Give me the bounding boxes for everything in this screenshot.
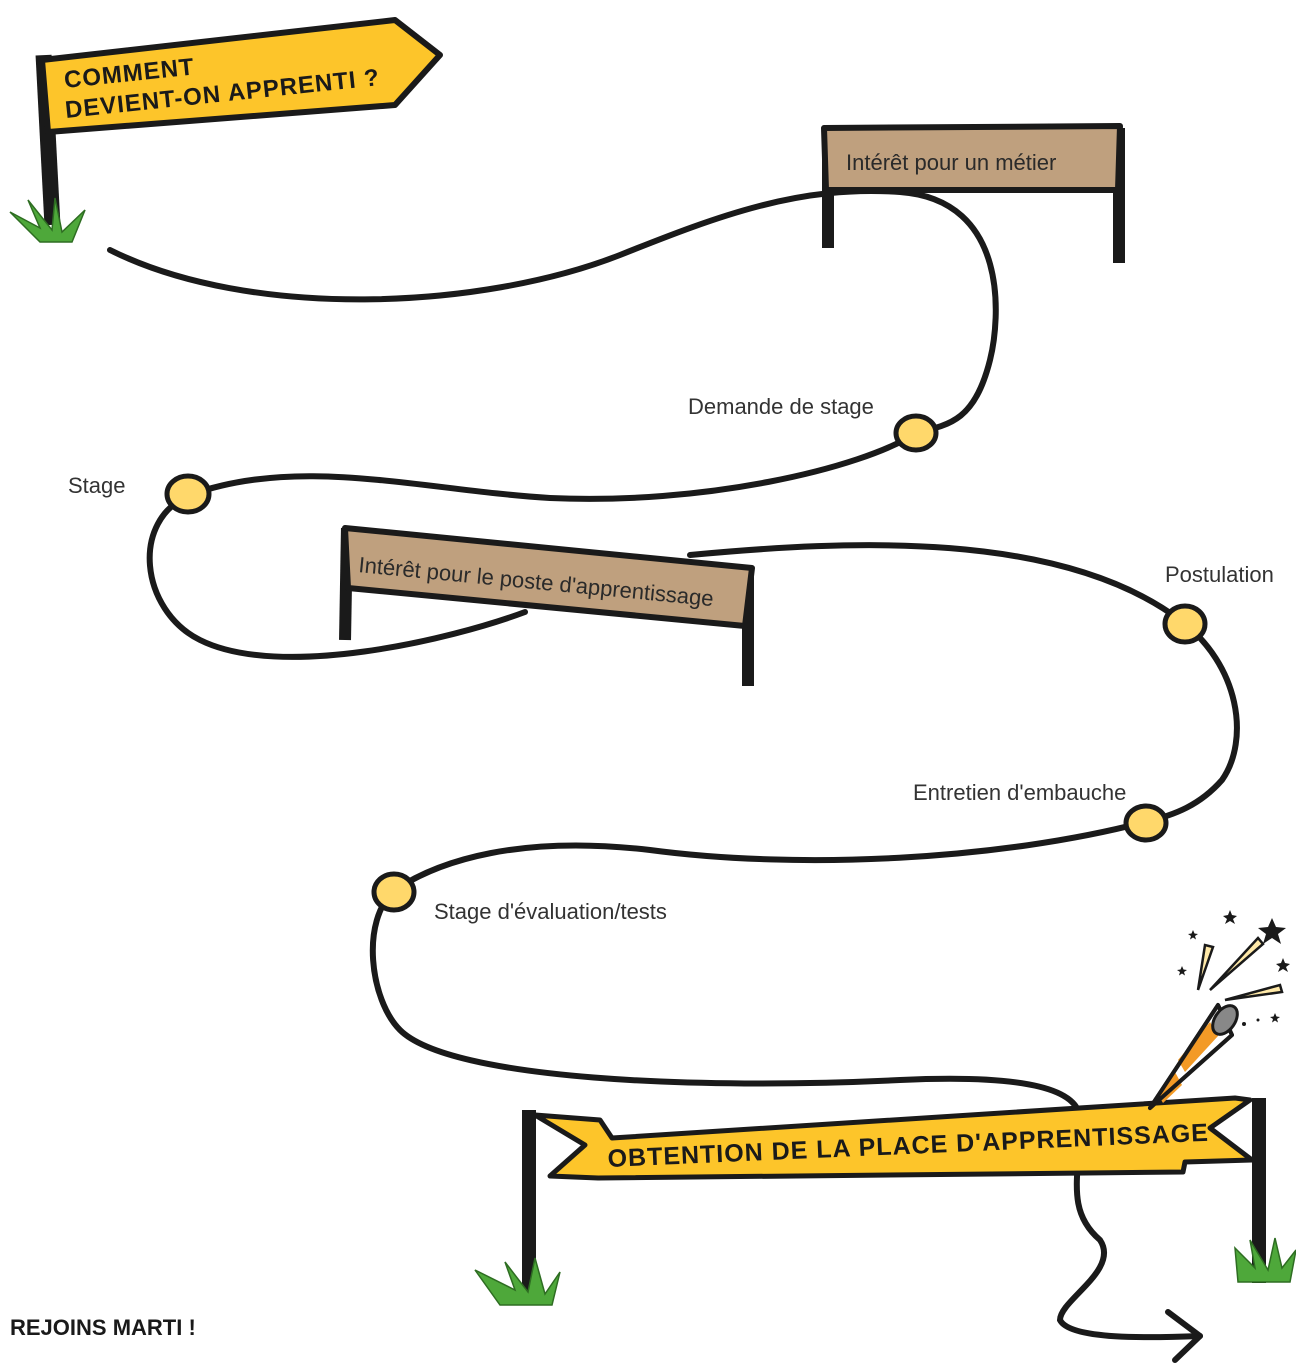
star-icon xyxy=(1258,918,1286,944)
step-demande-label: Demande de stage xyxy=(688,394,874,419)
node-demande-de-stage xyxy=(893,413,939,453)
finish-post-left xyxy=(474,1110,561,1306)
plank-poste: Intérêt pour le poste d'apprentissage xyxy=(339,525,755,686)
star-icon xyxy=(1177,966,1187,976)
star-icon xyxy=(1270,1013,1280,1023)
grass-icon xyxy=(1234,1237,1296,1283)
path-segment-5 xyxy=(369,819,1203,1341)
start-signpost: COMMENT DEVIENT-ON APPRENTI ? xyxy=(9,17,443,243)
plank-metier: Intérêt pour un métier xyxy=(821,123,1125,263)
finish-banner: OBTENTION DE LA PLACE D'APPRENTISSAGE xyxy=(532,1095,1255,1181)
step-evaluation-label: Stage d'évaluation/tests xyxy=(434,899,667,924)
step-entretien-label: Entretien d'embauche xyxy=(913,780,1126,805)
path-segment-3 xyxy=(146,492,528,660)
start-sign-board xyxy=(39,17,443,135)
star-icon xyxy=(1276,958,1290,972)
finish-post-right xyxy=(1234,1098,1296,1283)
star-icon xyxy=(1188,930,1198,940)
path-segment-start xyxy=(107,188,999,435)
plank-metier-label: Intérêt pour un métier xyxy=(846,150,1056,175)
path-segment-2 xyxy=(187,429,921,502)
node-evaluation xyxy=(371,871,417,913)
footer-label: REJOINS MARTI ! xyxy=(10,1315,196,1340)
node-postulation xyxy=(1162,603,1208,645)
end-arrow-head xyxy=(1165,1309,1203,1363)
step-stage-label: Stage xyxy=(68,473,126,498)
grass-icon xyxy=(474,1257,561,1306)
node-entretien xyxy=(1123,803,1169,843)
party-popper-icon xyxy=(1148,910,1290,1110)
step-postulation-label: Postulation xyxy=(1165,562,1274,587)
star-icon xyxy=(1223,910,1237,924)
grass-icon xyxy=(9,197,86,243)
node-stage xyxy=(164,473,212,515)
